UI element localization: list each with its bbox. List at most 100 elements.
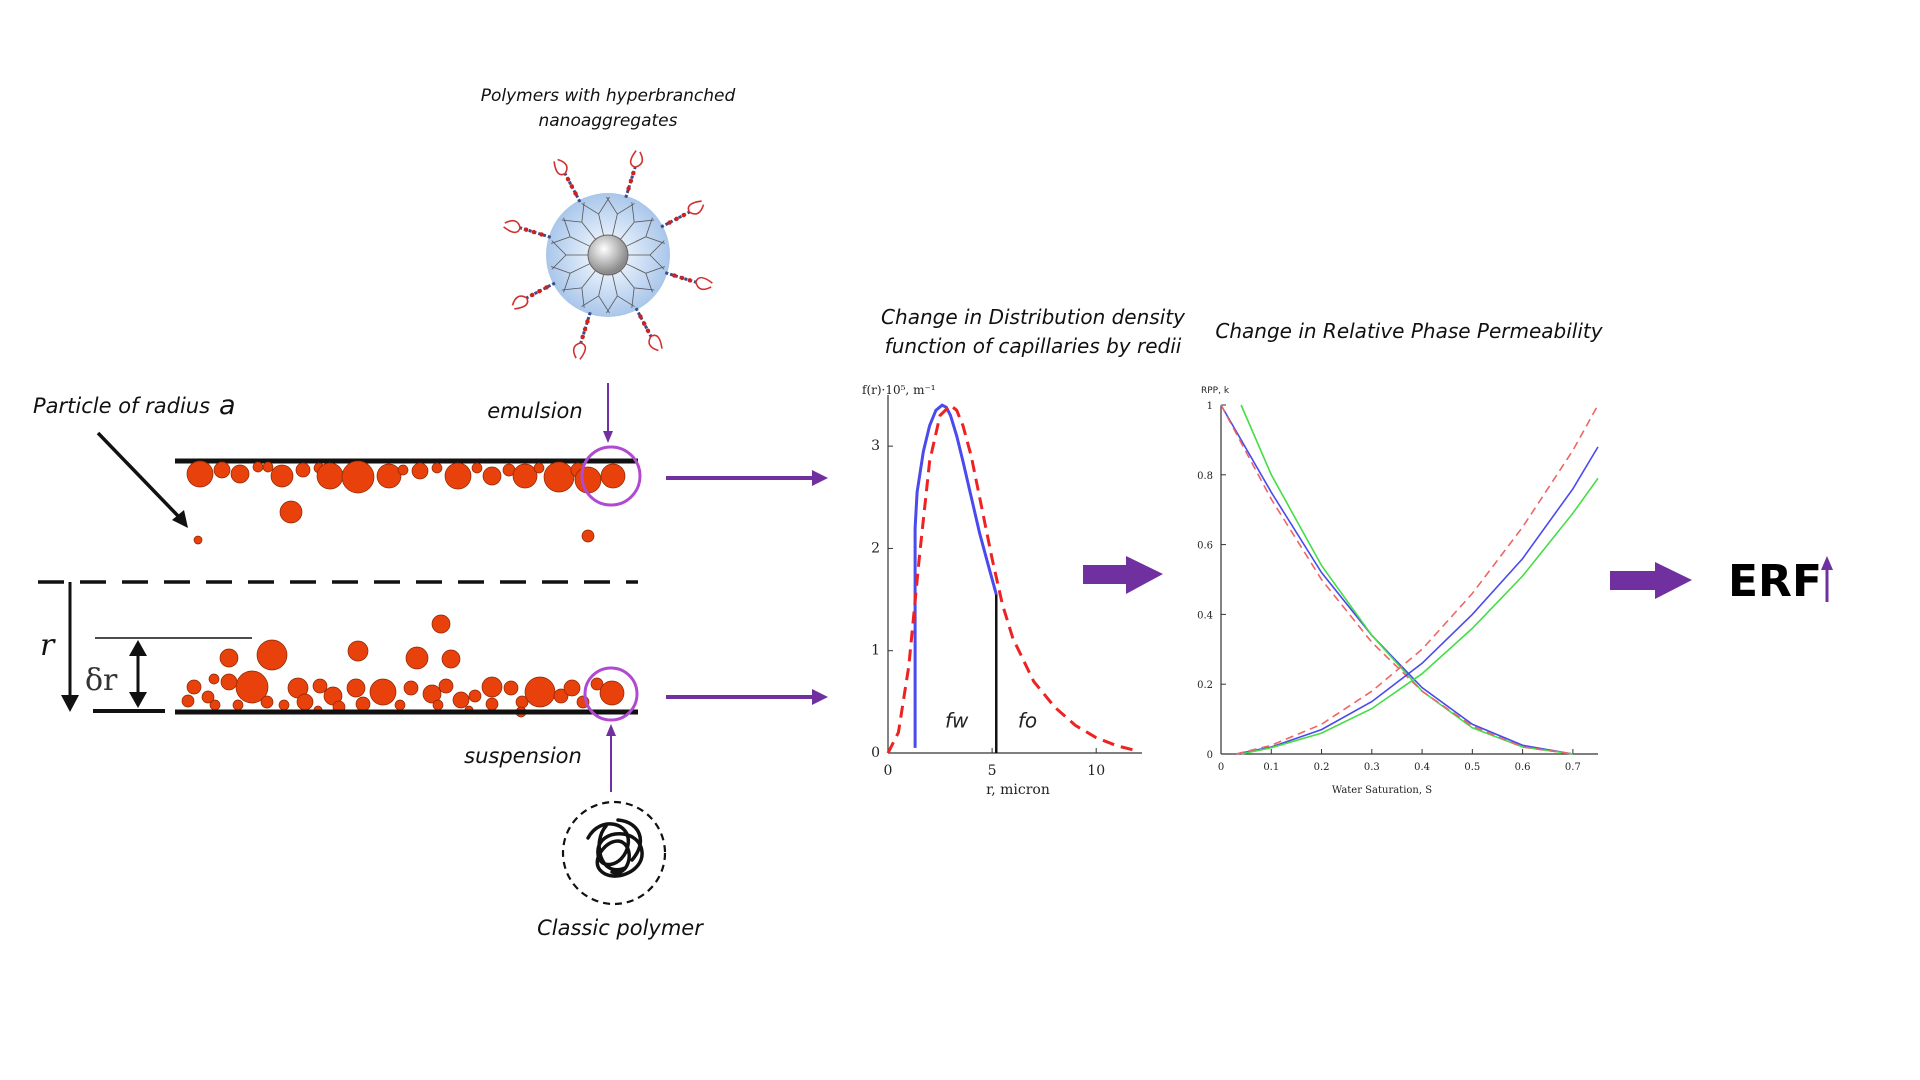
- chart2-title: Change in Relative Phase Permeability: [1215, 319, 1603, 343]
- x-tick-label: 0.4: [1414, 762, 1430, 773]
- polymer-arm-tail: [648, 335, 659, 352]
- suspension-particle: [441, 649, 461, 669]
- branch-line: [645, 236, 665, 244]
- x-tick-label: 10: [1087, 763, 1105, 779]
- branch-line: [551, 266, 571, 274]
- suspension-particle: [563, 679, 581, 697]
- emulsion-to-chart-arrow-head: [812, 470, 828, 486]
- branch-line: [645, 266, 665, 274]
- particle-pointer-arrow: [96, 431, 182, 520]
- polymer-arm-bead: [544, 285, 549, 290]
- branch-line: [598, 196, 610, 215]
- suspension-particle: [481, 676, 503, 698]
- y-tick-label: 0: [871, 745, 880, 761]
- emulsion-particle: [444, 462, 472, 490]
- particle-radius-label: Particle of radius: [33, 394, 210, 418]
- emulsion-particle: [295, 462, 311, 478]
- polymer-arm-bead: [631, 171, 636, 176]
- suspension-particle: [232, 699, 244, 711]
- branch-line: [581, 202, 585, 223]
- x-tick-label: 0.3: [1364, 762, 1380, 773]
- polymer-arm-tail: [687, 200, 702, 213]
- emulsion-particle: [543, 461, 575, 493]
- polymer-arm-bead: [626, 186, 631, 191]
- series-line: [913, 403, 998, 748]
- emulsion-particle: [431, 462, 443, 474]
- branch-line: [563, 217, 571, 237]
- suspension-particle: [422, 684, 442, 704]
- suspension-particle: [468, 689, 482, 703]
- branch-line: [581, 287, 585, 308]
- branch-line: [612, 274, 618, 297]
- polymer-arm-tail: [695, 281, 712, 291]
- y-tick-label: 1: [871, 643, 880, 659]
- r-symbol: r: [40, 628, 56, 663]
- chart-to-erf-arrow-head: [1655, 562, 1692, 599]
- suspension-highlight-circle: [583, 666, 639, 722]
- polymer-arm-tail: [572, 342, 582, 359]
- x-tick-label: 5: [988, 763, 997, 779]
- polymer-arm-tail: [514, 297, 529, 310]
- emulsion-particle: [341, 460, 375, 494]
- polymer-arm-tail: [650, 334, 663, 349]
- polymer-arm-tail: [695, 276, 713, 284]
- series-line: [1240, 404, 1574, 755]
- emulsion-particle: [270, 464, 294, 488]
- chart-to-chart-arrow-body: [1083, 565, 1127, 584]
- branch-line: [625, 236, 647, 247]
- polymer-arm-bead: [573, 191, 578, 196]
- emulsion-label: emulsion: [487, 399, 582, 423]
- polymer-arm-bead: [539, 232, 544, 237]
- suspension-particle: [260, 695, 274, 709]
- y-tick-label: 0.6: [1197, 541, 1213, 552]
- suspension-particle: [208, 673, 220, 685]
- branch-line: [620, 270, 635, 289]
- y-tick-label: 0: [1207, 750, 1213, 761]
- delta-r-symbol: δr: [85, 663, 118, 698]
- branch-line: [645, 217, 653, 237]
- relative-permeability-chart: Change in Relative Phase Permeability RP…: [1197, 319, 1604, 796]
- y-tick-label: 0.8: [1197, 471, 1213, 482]
- phase-annotation: fw: [945, 708, 969, 732]
- suspension-particle: [278, 699, 290, 711]
- y-tick-label: 0.2: [1197, 680, 1213, 691]
- suspension-particle: [432, 699, 444, 711]
- classic-polymer-illustration: [561, 800, 667, 906]
- branch-line: [649, 254, 665, 270]
- suspension-particle: [452, 691, 470, 709]
- chart1-y-axis-label: f(r)·10⁵, m⁻¹: [862, 383, 936, 397]
- branch-line: [551, 240, 567, 256]
- series-line: [1220, 404, 1574, 755]
- branch-line: [617, 295, 635, 307]
- x-tick-label: 0.1: [1263, 762, 1279, 773]
- polymer-arm-tail: [688, 204, 705, 215]
- suspension-particle: [219, 648, 239, 668]
- y-tick-label: 1: [1207, 401, 1213, 412]
- suspension-particle: [431, 614, 451, 634]
- chart2-y-axis-label: RPP, k: [1201, 386, 1230, 396]
- polymer-arm-tail: [557, 158, 568, 175]
- polymer-arm-bead: [530, 292, 535, 298]
- branch-line: [569, 236, 591, 247]
- branch-line: [561, 219, 582, 223]
- suspension-particle: [599, 680, 625, 706]
- hyperbranched-label-line1: Polymers with hyperbranched: [481, 86, 736, 106]
- x-tick-label: 0.7: [1565, 762, 1581, 773]
- suspension-particle: [296, 693, 314, 711]
- series-line: [1220, 404, 1574, 755]
- suspension-particle: [394, 699, 406, 711]
- polymer-arm-tail: [511, 295, 528, 306]
- branch-line: [598, 213, 604, 236]
- branch-line: [563, 273, 571, 293]
- distribution-density-chart: Change in Distribution density function …: [862, 305, 1186, 798]
- branch-line: [598, 274, 604, 297]
- y-tick-label: 3: [871, 438, 880, 454]
- particle-radius-symbol: a: [219, 390, 236, 421]
- suspension-particle: [503, 680, 519, 696]
- emulsion-particle: [262, 461, 274, 473]
- polymer-arm-bead: [524, 227, 529, 232]
- x-tick-label: 0.6: [1515, 762, 1531, 773]
- polymer-arm-tail: [634, 151, 644, 168]
